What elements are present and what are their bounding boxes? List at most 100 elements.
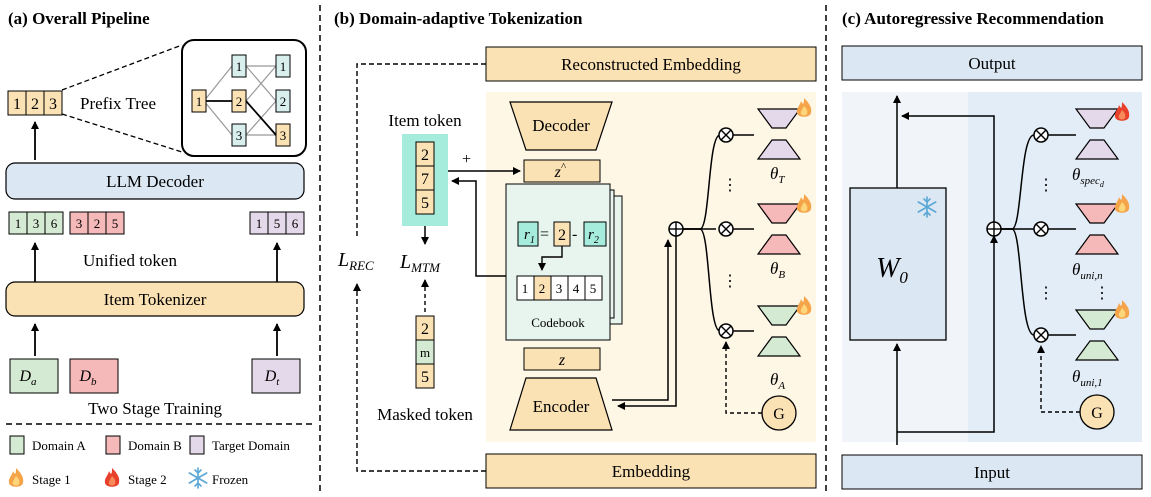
svg-text:Frozen: Frozen bbox=[212, 472, 249, 487]
dots-b-2: ⋮ bbox=[722, 273, 738, 290]
legend-swatch-a bbox=[9, 435, 25, 455]
svg-text:5: 5 bbox=[421, 369, 429, 386]
embedding-box bbox=[485, 453, 817, 489]
legend: Domain A Domain B Target Domain Stage 1 … bbox=[8, 435, 290, 489]
legend-swatch-b bbox=[105, 435, 121, 455]
dots-c-1: ⋮ bbox=[1038, 177, 1054, 194]
svg-text:1: 1 bbox=[256, 216, 263, 231]
l-mtm-label: LMTM bbox=[399, 251, 441, 275]
l-rec-label: LREC bbox=[337, 249, 374, 273]
zoom-line-bottom bbox=[61, 113, 183, 153]
svg-text:6: 6 bbox=[51, 216, 58, 231]
dots-c-2: ⋮ bbox=[1038, 285, 1054, 302]
generated-sequence: 1 2 3 bbox=[7, 90, 63, 116]
dataset-a bbox=[9, 358, 59, 394]
svg-text:2: 2 bbox=[421, 147, 429, 164]
adapter-spec: θspecd bbox=[1072, 102, 1130, 189]
tokens-domain-a: 1 3 6 bbox=[8, 211, 64, 235]
stage1-flame-icon bbox=[8, 468, 24, 487]
svg-text:2: 2 bbox=[280, 94, 287, 109]
otimes-uni-n-icon bbox=[1033, 221, 1049, 237]
masked-token-stack: 2 m 5 bbox=[415, 315, 435, 389]
input-label: Input bbox=[974, 463, 1010, 482]
svg-text:Domain B: Domain B bbox=[128, 438, 182, 453]
svg-text:Dt: Dt bbox=[264, 368, 281, 388]
output-box bbox=[841, 45, 1143, 81]
arrow-oplus-to-encoder bbox=[617, 236, 677, 410]
r1-box bbox=[517, 221, 539, 247]
dataset-b bbox=[69, 358, 119, 394]
tree-mid-node-2 bbox=[231, 89, 247, 113]
svg-text:2: 2 bbox=[421, 321, 429, 338]
tree-leaf-node-2 bbox=[275, 89, 291, 113]
tree-leaf-node-1 bbox=[275, 54, 291, 78]
dots-b-1: ⋮ bbox=[722, 177, 738, 194]
tree-root-node bbox=[191, 89, 207, 113]
svg-text:1: 1 bbox=[522, 281, 529, 296]
prefix-tree-label: Prefix Tree bbox=[80, 94, 156, 113]
r2-box bbox=[583, 221, 607, 247]
svg-text:Target Domain: Target Domain bbox=[212, 438, 290, 453]
tokens-target: 1 5 6 bbox=[249, 211, 305, 235]
equals-sign: = bbox=[540, 226, 549, 243]
svg-text:5: 5 bbox=[112, 216, 119, 231]
w0-label: W0 bbox=[876, 253, 908, 287]
embedding-label: Embedding bbox=[612, 462, 691, 481]
svg-text:Stage 2: Stage 2 bbox=[128, 472, 167, 487]
svg-text:2: 2 bbox=[236, 94, 243, 109]
item-tokenizer-label: Item Tokenizer bbox=[104, 290, 207, 309]
encoder-block bbox=[509, 377, 613, 431]
adapter-t: θT bbox=[756, 98, 812, 186]
tree-mid-node-3 bbox=[231, 123, 247, 147]
svg-text:1: 1 bbox=[236, 59, 243, 74]
arrow-input-to-oplus bbox=[897, 235, 998, 433]
arrow-oplus-to-output bbox=[901, 112, 995, 222]
adapter-uni-n: θuni,n bbox=[1072, 194, 1130, 282]
reconstructed-embedding-box bbox=[485, 46, 817, 82]
svg-text:5: 5 bbox=[421, 195, 429, 212]
tokens-domain-b: 3 2 5 bbox=[69, 211, 125, 235]
svg-text:1: 1 bbox=[13, 96, 21, 113]
tree-leaf-node-3 bbox=[275, 123, 291, 147]
codebook-label: Codebook bbox=[531, 315, 585, 330]
svg-text:3: 3 bbox=[280, 128, 287, 143]
z-hat-box bbox=[523, 159, 601, 183]
svg-text:θuni,n: θuni,n bbox=[1072, 260, 1103, 282]
adapter-b: θB bbox=[756, 194, 812, 281]
svg-text:Da: Da bbox=[18, 368, 37, 388]
r1-label: r1 bbox=[524, 227, 535, 246]
svg-text:3: 3 bbox=[49, 96, 57, 113]
rec-dashed-top bbox=[356, 63, 486, 236]
svg-text:3: 3 bbox=[76, 216, 83, 231]
arrow-codebook-to-token bbox=[451, 177, 506, 277]
plus-sign: + bbox=[462, 151, 471, 168]
svg-text:3: 3 bbox=[236, 128, 243, 143]
tree-nodes: 1 1 2 3 1 2 3 bbox=[191, 54, 291, 147]
unified-token-label: Unified token bbox=[83, 251, 177, 270]
svg-text:4: 4 bbox=[573, 281, 580, 296]
adapter-uni-1: θuni,1 bbox=[1072, 300, 1130, 389]
z-hat-label: z^ bbox=[554, 161, 567, 181]
r2-label: r2 bbox=[588, 227, 599, 246]
llm-decoder-label: LLM Decoder bbox=[106, 172, 204, 191]
svg-text:θspecd: θspecd bbox=[1072, 165, 1105, 189]
svg-text:θuni,1: θuni,1 bbox=[1072, 367, 1103, 389]
panel-b-title: (b) Domain-adaptive Tokenization bbox=[334, 9, 583, 28]
svg-text:Db: Db bbox=[78, 368, 97, 388]
panel-c-right-area bbox=[968, 92, 1142, 442]
otimes-spec-icon bbox=[1033, 127, 1049, 143]
otimes-uni-1-icon bbox=[1033, 327, 1049, 343]
svg-text:2: 2 bbox=[94, 216, 101, 231]
stage2-flame-icon bbox=[104, 468, 120, 487]
oplus-c-icon bbox=[986, 221, 1002, 237]
codebook-cells: 1 2 3 4 5 bbox=[516, 275, 603, 301]
svg-text:7: 7 bbox=[421, 171, 429, 188]
svg-text:θA: θA bbox=[770, 370, 785, 392]
gate-b-label: G bbox=[773, 406, 785, 423]
encoder-label: Encoder bbox=[533, 397, 590, 416]
gate-c-label: G bbox=[1091, 405, 1103, 422]
w0-box bbox=[849, 187, 947, 341]
item-token-label: Item token bbox=[388, 111, 462, 130]
tree-root-label: 1 bbox=[196, 94, 203, 109]
oplus-b-icon bbox=[668, 221, 684, 237]
